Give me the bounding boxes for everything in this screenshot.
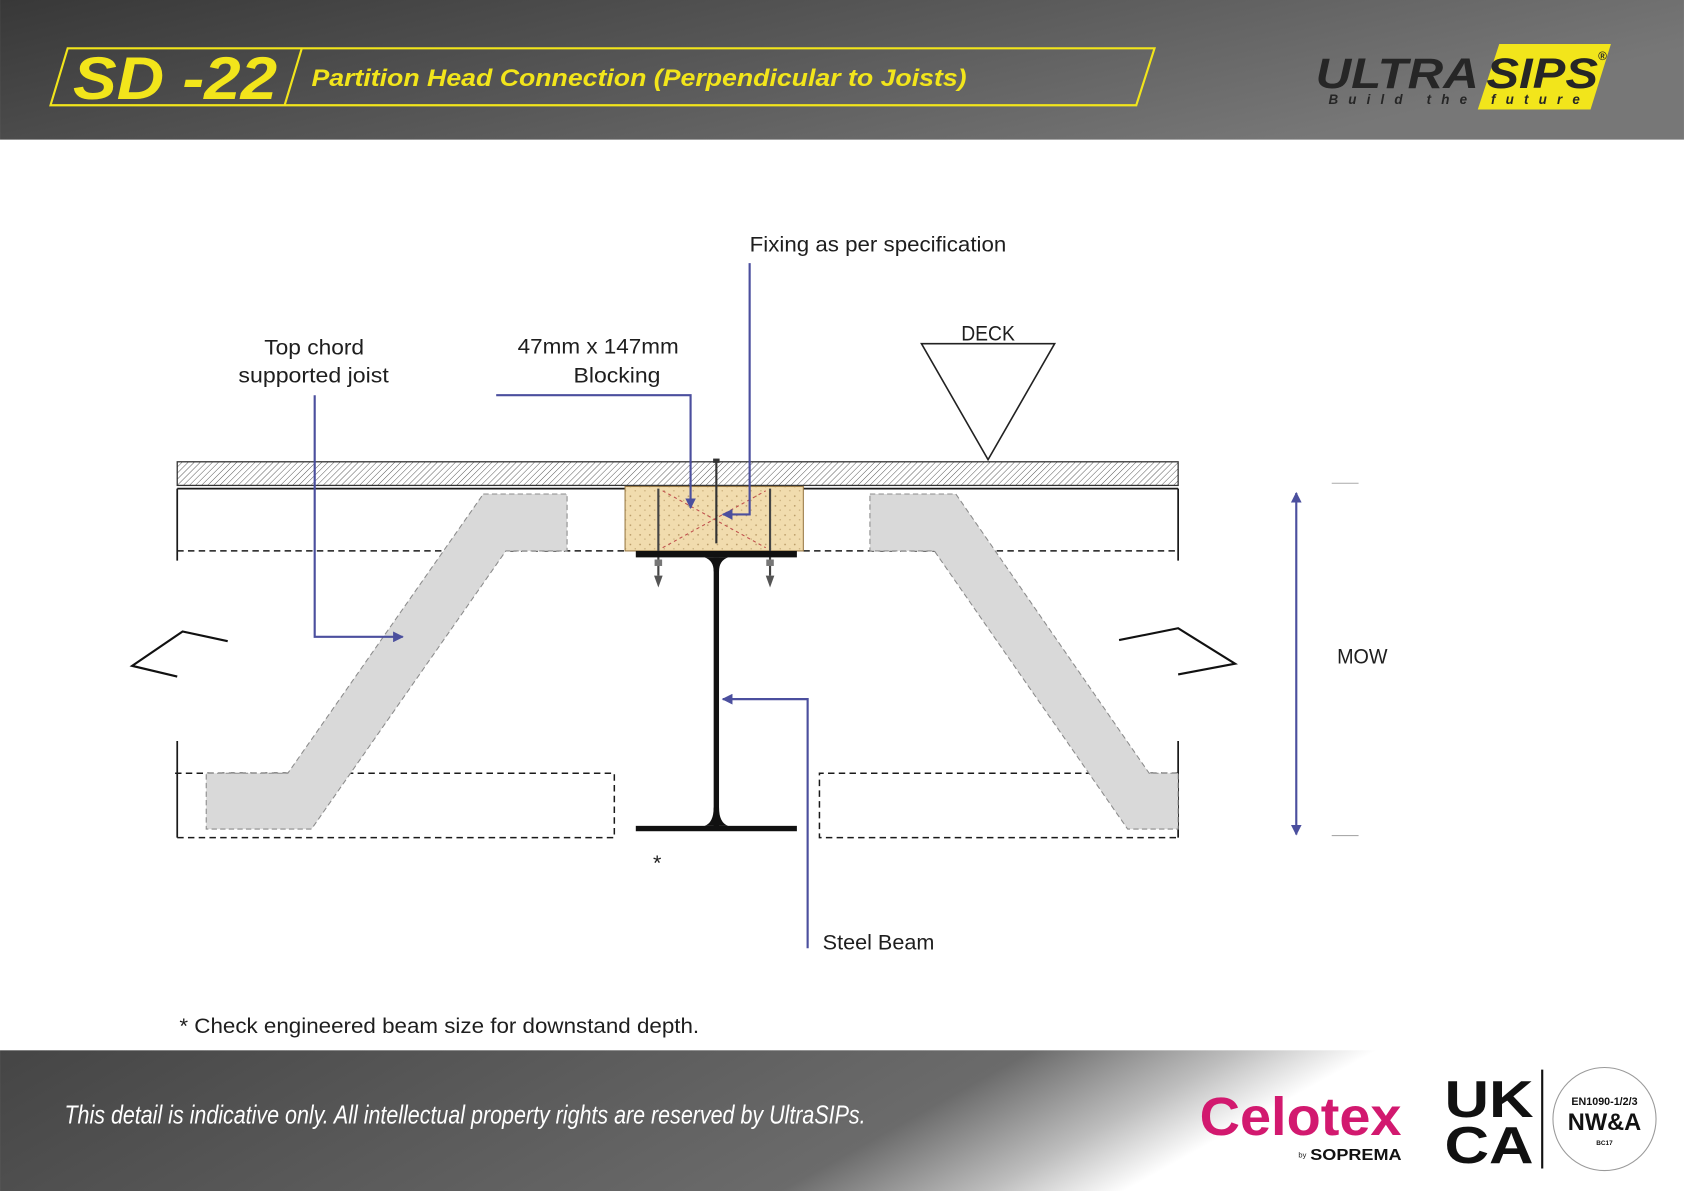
ukca-line2: CA — [1444, 1116, 1533, 1174]
bolt-right — [765, 488, 775, 588]
downstand-marker: * — [653, 851, 662, 875]
beam-web — [713, 557, 720, 827]
section-drawing: * DECK Fixing as per specification 47mm … — [129, 232, 1388, 1038]
fixing-label: Fixing as per specification — [750, 232, 1007, 256]
steel-beam-label: Steel Beam — [823, 930, 935, 954]
seal-name: NW&A — [1568, 1110, 1641, 1136]
deck-level-triangle — [920, 342, 1057, 462]
footer-disclaimer: This detail is indicative only. All inte… — [64, 1101, 865, 1129]
fixing-nail — [713, 458, 720, 544]
ukca-mark: UK CA — [1444, 1069, 1544, 1174]
beam-top-flange — [635, 550, 797, 558]
title-divider — [283, 48, 303, 106]
footer-band: This detail is indicative only. All inte… — [0, 1050, 1684, 1191]
fixing-leader — [721, 263, 751, 520]
logo-word-sips: SIPS — [1486, 50, 1598, 98]
footnote: * Check engineered beam size for downsta… — [179, 1014, 699, 1038]
left-break-symbol — [129, 630, 228, 678]
blocking-label: Blocking — [574, 363, 661, 387]
right-joist-web — [869, 493, 1179, 830]
joist-label-line2: supported joist — [238, 363, 388, 387]
bolt-left — [654, 488, 663, 588]
header-band: SD -22 Partition Head Connection (Perpen… — [0, 0, 1684, 140]
seal-ring — [1552, 1066, 1657, 1172]
joist-label-line1: Top chord — [264, 335, 364, 359]
detail-code: SD -22 — [73, 45, 277, 112]
ukca-line1: UK — [1444, 1070, 1533, 1128]
celotex-wordmark: Celotex — [1200, 1087, 1402, 1147]
beam-bottom-fillet — [704, 807, 729, 826]
celotex-by: by — [1298, 1151, 1306, 1160]
blocking-size-label: 47mm x 147mm — [518, 334, 679, 358]
right-bottom-chord — [818, 772, 1179, 839]
blocking-leader — [496, 394, 696, 510]
beam-top-fillet — [704, 557, 729, 572]
mow-label: MOW — [1337, 645, 1388, 669]
steel-beam-leader — [721, 693, 809, 949]
header-background — [0, 0, 1684, 140]
notified-body-seal: EN1090-1/2/3 NW&A BC17 — [1552, 1066, 1657, 1172]
seal-standard: EN1090-1/2/3 — [1571, 1096, 1637, 1108]
title-frame — [49, 47, 1156, 107]
celotex-logo: Celotex by SOPREMA — [1200, 1087, 1402, 1164]
left-bottom-chord — [175, 772, 616, 839]
steel-i-beam — [635, 550, 797, 832]
beam-bottom-flange — [635, 825, 797, 832]
logo-registered-mark: ® — [1598, 49, 1607, 63]
logo-highlight-shape — [1477, 44, 1611, 110]
right-break-symbol — [1118, 627, 1238, 676]
joist-leader — [313, 395, 404, 643]
deck-label: DECK — [961, 321, 1015, 345]
left-joist-web — [205, 493, 568, 830]
footer-background — [0, 1050, 1684, 1191]
logo-word-ultra: ULTRA — [1316, 50, 1479, 98]
detail-title: Partition Head Connection (Perpendicular… — [311, 66, 966, 92]
seal-code: BC17 — [1596, 1140, 1613, 1147]
celotex-soprema: SOPREMA — [1310, 1146, 1402, 1164]
deck-board — [176, 461, 1179, 487]
